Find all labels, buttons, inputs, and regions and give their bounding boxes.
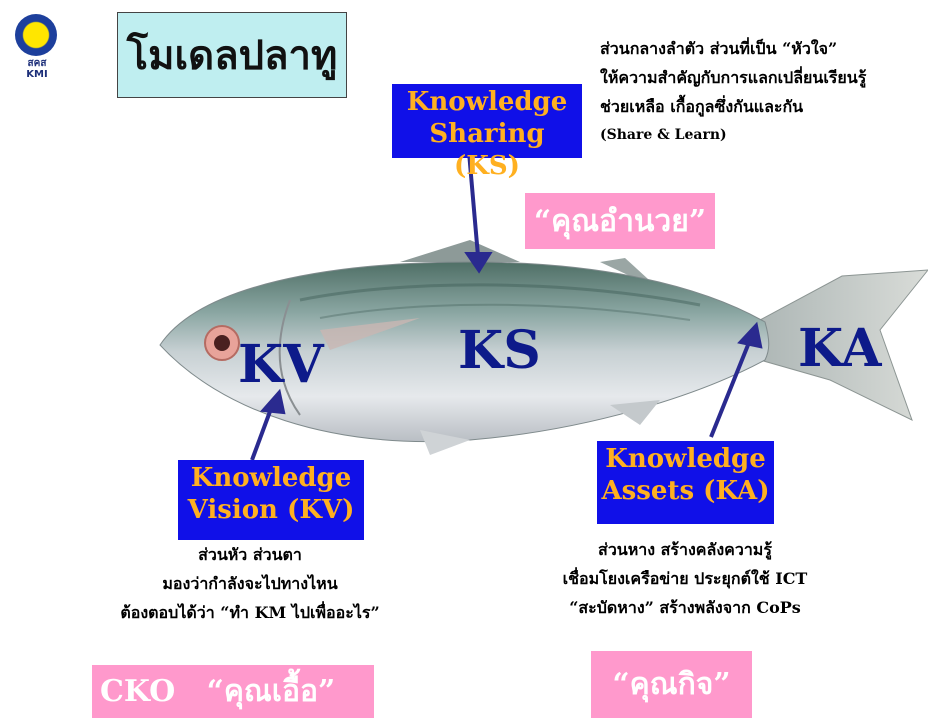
- ka-note-1: ส่วนหาง สร้างคลังความรู้: [490, 535, 880, 564]
- kv-note-3: ต้องตอบได้ว่า “ทำ KM ไปเพื่ออะไร”: [60, 598, 440, 627]
- kv-notes: ส่วนหัว ส่วนตา มองว่ากำลังจะไปทางไหน ต้อ…: [60, 540, 440, 627]
- ks-label: KS: [458, 320, 541, 381]
- ks-notes: ส่วนกลางลำตัว ส่วนที่เป็น “หัวใจ” ให้ควา…: [600, 34, 920, 150]
- kv-box: Knowledge Vision (KV): [178, 460, 364, 540]
- cko-label: CKO “คุณเอื้อ”: [100, 668, 335, 715]
- ks-note-3: ช่วยเหลือ เกื้อกูลซึ่งกันและกัน: [600, 92, 920, 121]
- facilitator-label: “คุณอำนวย”: [534, 198, 706, 245]
- ks-box-line1: Knowledge: [392, 86, 582, 118]
- logo-text: สคส KMI: [12, 58, 62, 80]
- ka-note-3: “สะบัดหาง” สร้างพลังจาก CoPs: [490, 593, 880, 622]
- kv-note-2: มองว่ากำลังจะไปทางไหน: [60, 569, 440, 598]
- dorsal-fin: [400, 240, 520, 262]
- ka-box-line2: Assets (KA): [597, 475, 774, 507]
- practitioner-label: “คุณกิจ”: [612, 661, 730, 708]
- title-box: โมเดลปลาทู: [117, 12, 347, 98]
- sun-icon: [15, 14, 57, 56]
- kv-box-line1: Knowledge: [178, 462, 364, 494]
- kv-box-line2: Vision (KV): [178, 494, 364, 526]
- facilitator-box: “คุณอำนวย”: [525, 193, 715, 249]
- page-title: โมเดลปลาทู: [127, 23, 338, 87]
- ks-note-2: ให้ความสำคัญกับการแลกเปลี่ยนเรียนรู้: [600, 63, 920, 92]
- practitioner-box: “คุณกิจ”: [591, 651, 752, 718]
- ks-box-line2: Sharing (KS): [392, 118, 582, 182]
- kv-note-1: ส่วนหัว ส่วนตา: [60, 540, 440, 569]
- ka-box: Knowledge Assets (KA): [597, 441, 774, 524]
- ka-label: KA: [798, 318, 881, 379]
- ka-notes: ส่วนหาง สร้างคลังความรู้ เชื่อมโยงเครือข…: [490, 535, 880, 622]
- ks-box: Knowledge Sharing (KS): [392, 84, 582, 158]
- kmi-logo: สคส KMI: [12, 14, 62, 94]
- ks-note-1: ส่วนกลางลำตัว ส่วนที่เป็น “หัวใจ”: [600, 34, 920, 63]
- ka-box-line1: Knowledge: [597, 443, 774, 475]
- ka-note-2: เชื่อมโยงเครือข่าย ประยุกต์ใช้ ICT: [490, 564, 880, 593]
- cko-box: CKO “คุณเอื้อ”: [92, 665, 374, 718]
- ks-note-4: (Share & Learn): [600, 121, 920, 150]
- kv-label: KV: [238, 334, 324, 395]
